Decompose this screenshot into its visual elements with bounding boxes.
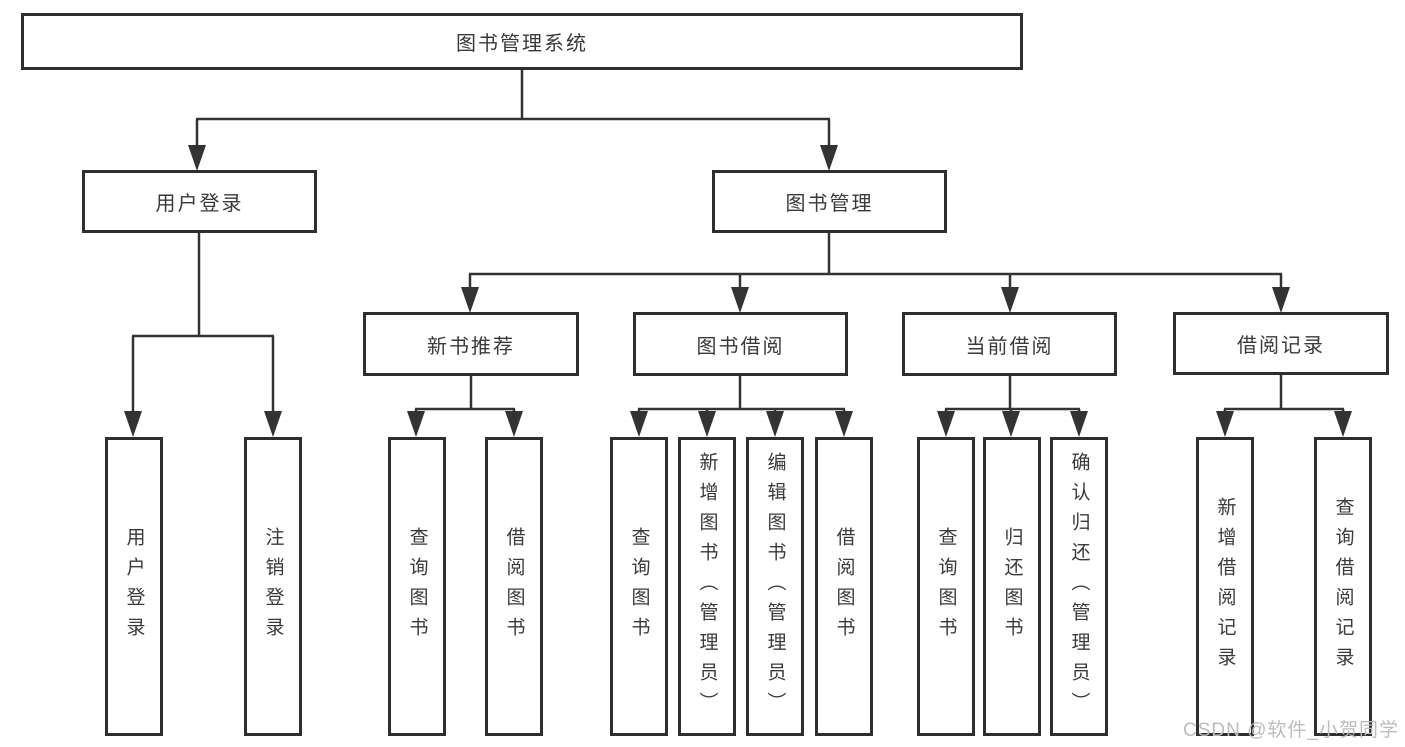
node-add-books-admin: 新增图书（管理员） [678,437,736,736]
node-confirm-return-admin: 确认归还（管理员） [1050,437,1108,736]
connector-borrowing-records-to-leaves [1216,374,1352,437]
node-add-borrow-record: 新增借阅记录 [1196,437,1254,736]
connector-book-management-to-level3 [461,233,1290,313]
node-borrowing-records: 借阅记录 [1173,312,1389,375]
watermark-text: CSDN @软件_小贺同学 [1183,720,1399,741]
node-borrow-books-recommend: 借阅图书 [485,437,543,736]
node-query-borrow-record: 查询借阅记录 [1314,437,1372,736]
node-query-books-borrowing: 查询图书 [610,437,668,736]
node-return-books: 归还图书 [983,437,1041,736]
node-user-login-leaf: 用户登录 [105,437,163,736]
connector-root-to-level2 [188,69,838,171]
node-edit-books-admin: 编辑图书（管理员） [746,437,804,736]
node-query-books-recommend: 查询图书 [388,437,446,736]
node-logout-leaf: 注销登录 [244,437,302,736]
node-query-books-current: 查询图书 [917,437,975,736]
connector-new-book-recommend-to-leaves [407,376,523,437]
connector-book-borrowing-to-leaves [630,376,853,437]
node-book-management-branch: 图书管理 [712,170,947,233]
node-new-book-recommend: 新书推荐 [363,312,579,376]
node-current-borrowing: 当前借阅 [902,312,1117,376]
node-library-management-system: 图书管理系统 [21,13,1023,70]
node-book-borrowing: 图书借阅 [633,312,848,376]
node-user-login-branch: 用户登录 [82,170,317,233]
connector-current-borrowing-to-leaves [937,376,1088,437]
connector-user-login-to-leaves [124,233,282,437]
node-borrow-books-leaf: 借阅图书 [815,437,873,736]
